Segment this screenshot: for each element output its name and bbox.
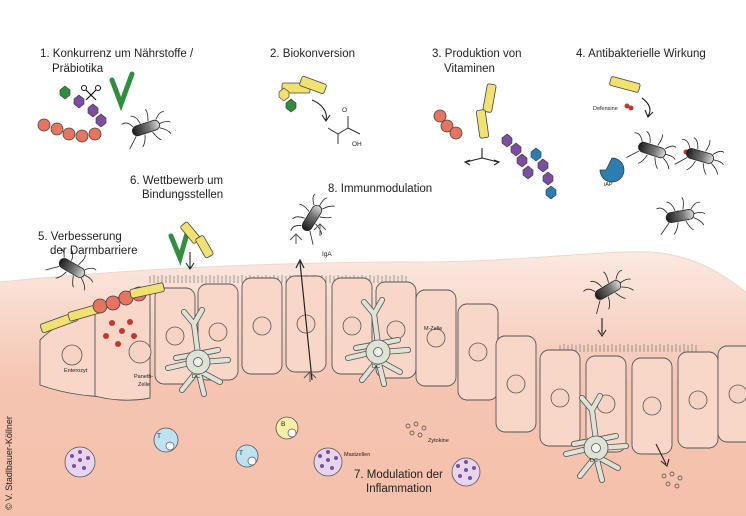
section-1-items — [37, 71, 135, 143]
label-6-line1: 6. Wettbewerb um — [130, 175, 223, 187]
section-3-items — [433, 83, 557, 200]
bacterium-4c — [654, 193, 708, 237]
iga-antibody — [289, 223, 327, 244]
label-2: 2. Biokonversion — [270, 48, 355, 60]
lumen-boundary — [0, 251, 746, 293]
label-1-line2: Präbiotika — [52, 63, 104, 75]
cytokine-dots — [405, 421, 427, 438]
dc-label: DC — [372, 364, 380, 370]
arrow-right-bottom — [655, 443, 670, 467]
enterozyt-label: Enterozyt — [64, 368, 88, 374]
copyright: © V. Stadlbauer-Köllner — [4, 416, 14, 510]
cytokine-dots-right — [661, 471, 683, 489]
label-8: 8. Immunmodulation — [328, 183, 432, 195]
t-cell-label: T — [157, 433, 161, 440]
oxygen-label: O — [342, 107, 347, 114]
defensine-label: Defensine — [593, 106, 618, 112]
m-zelle-label: M-Zelle — [424, 326, 442, 332]
paneth-label-1: Paneth- — [134, 374, 153, 380]
dc-label: DC — [192, 374, 200, 380]
arrow-right-top — [597, 318, 607, 337]
microvilli-right — [559, 344, 697, 352]
mast-granules — [70, 450, 476, 480]
label-5-line1: 5. Verbesserung — [38, 231, 122, 243]
label-4: 4. Antibakterielle Wirkung — [576, 48, 706, 60]
paneth-label-2: Zelle — [138, 382, 150, 388]
iga-label: IgA — [322, 251, 332, 258]
label-3-line2: Vitaminen — [444, 63, 495, 75]
hydroxyl-label: OH — [352, 141, 362, 148]
barrier-bacteria — [39, 282, 165, 334]
iap-label: iAP — [604, 182, 613, 188]
green-v-6 — [168, 227, 191, 266]
mastzellen-label: Mastzellen — [344, 452, 370, 458]
b-cell-label: B — [281, 421, 285, 428]
zytokine-label: Zytokine — [428, 438, 449, 444]
label-3-line1: 3. Produktion von — [432, 48, 522, 60]
bacterium-4b — [673, 132, 730, 180]
t-cell-label: T — [239, 450, 243, 457]
bacterium-4a — [625, 125, 682, 175]
label-1-line1: 1. Konkurrenz um Nährstoffe / — [40, 48, 194, 60]
arrow-6 — [185, 252, 195, 270]
immunmodulation-arrow — [295, 258, 313, 381]
receptor-below — [303, 371, 317, 382]
label-7-line1: 7. Modulation der — [354, 469, 443, 481]
epithelium-left — [39, 275, 499, 401]
label-6-line2: Bindungsstellen — [142, 189, 223, 201]
label-5-line2: der Darmbarriere — [50, 245, 138, 257]
section-2-items — [278, 76, 361, 144]
bacterium-1 — [119, 102, 176, 152]
dc-label: DC — [590, 458, 598, 464]
label-7-line2: Inflammation — [366, 483, 432, 495]
